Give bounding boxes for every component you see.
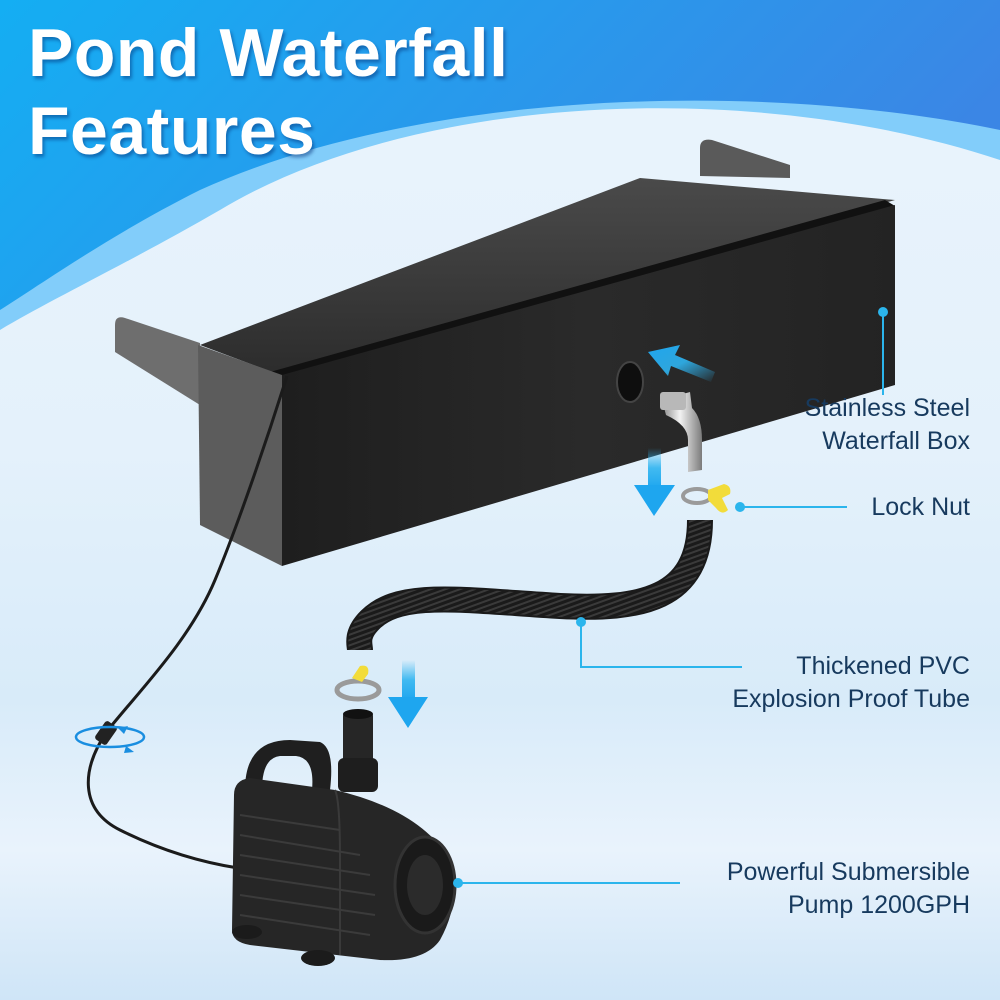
lock-nut-image bbox=[681, 484, 731, 513]
callout-text: Explosion Proof Tube bbox=[732, 685, 970, 713]
pump-image bbox=[232, 709, 457, 966]
callout-pump: Powerful Submersible Pump 1200GPH bbox=[727, 856, 970, 922]
callout-text: Pump 1200GPH bbox=[787, 891, 970, 919]
arrow-insert-icon bbox=[648, 345, 715, 382]
arrow-down-icon bbox=[634, 448, 675, 516]
callout-waterfall-box: Stainless Steel Waterfall Box bbox=[805, 392, 970, 458]
title-line-1: Pond Waterfall bbox=[28, 15, 509, 91]
waterfall-box-image bbox=[115, 139, 895, 566]
rotate-connector-icon bbox=[74, 725, 146, 753]
callout-lines bbox=[458, 312, 884, 884]
callout-text: Waterfall Box bbox=[822, 427, 970, 455]
pvc-tube-image bbox=[346, 519, 713, 652]
callout-dots bbox=[453, 307, 888, 888]
callout-text: Lock Nut bbox=[871, 493, 970, 521]
callout-text: Powerful Submersible bbox=[726, 858, 970, 886]
header-background bbox=[0, 0, 1000, 330]
callout-text: Thickened PVC bbox=[796, 652, 970, 680]
arrow-down-icon bbox=[388, 660, 428, 728]
callout-lock-nut: Lock Nut bbox=[871, 491, 970, 524]
page-title: Pond Waterfall Features bbox=[28, 14, 509, 170]
lock-nut-image bbox=[334, 665, 382, 702]
title-line-2: Features bbox=[28, 93, 316, 169]
callout-text: Stainless Steel bbox=[804, 394, 970, 422]
callout-pvc-tube: Thickened PVC Explosion Proof Tube bbox=[732, 650, 970, 716]
